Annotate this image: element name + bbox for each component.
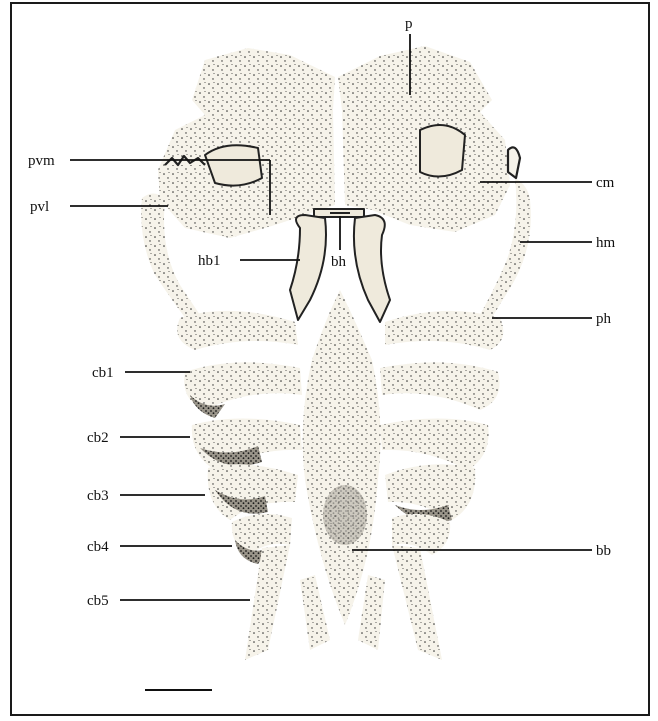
- ceratobranchial-5-left: [232, 514, 292, 660]
- ceratobranchial-4-left: [208, 464, 298, 520]
- label-pvl: pvl: [30, 199, 49, 215]
- label-cb4: cb4: [87, 539, 109, 555]
- ceratobranchial-4-right: [385, 464, 475, 523]
- label-cb1: cb1: [92, 365, 114, 381]
- basibranchial: [303, 290, 381, 625]
- label-cb5: cb5: [87, 593, 109, 609]
- label-bh: bh: [331, 254, 347, 270]
- hypobranchial-1-left: [290, 215, 326, 320]
- label-cb2: cb2: [87, 430, 109, 446]
- ceratobranchial-5-right: [392, 514, 450, 660]
- hypobranchial-1-right: [354, 215, 390, 322]
- label-hm: hm: [596, 235, 616, 251]
- label-cb3: cb3: [87, 488, 109, 504]
- basihyal: [314, 209, 364, 217]
- ceratobranchial-2-right: [380, 362, 500, 410]
- label-bb: bb: [596, 543, 611, 559]
- ceratobranchial-1-right: [385, 311, 503, 350]
- label-pvm: pvm: [28, 153, 55, 169]
- ceratobranchial-3-right: [380, 419, 489, 471]
- ceratobranchial-3-left: [192, 419, 302, 471]
- ceratobranchial-2-left: [184, 362, 302, 418]
- label-cm: cm: [596, 175, 615, 191]
- label-ph: ph: [596, 311, 612, 327]
- ceratobranchial-1-left: [177, 311, 298, 350]
- label-p: p: [405, 16, 413, 32]
- label-hb1: hb1: [198, 253, 221, 269]
